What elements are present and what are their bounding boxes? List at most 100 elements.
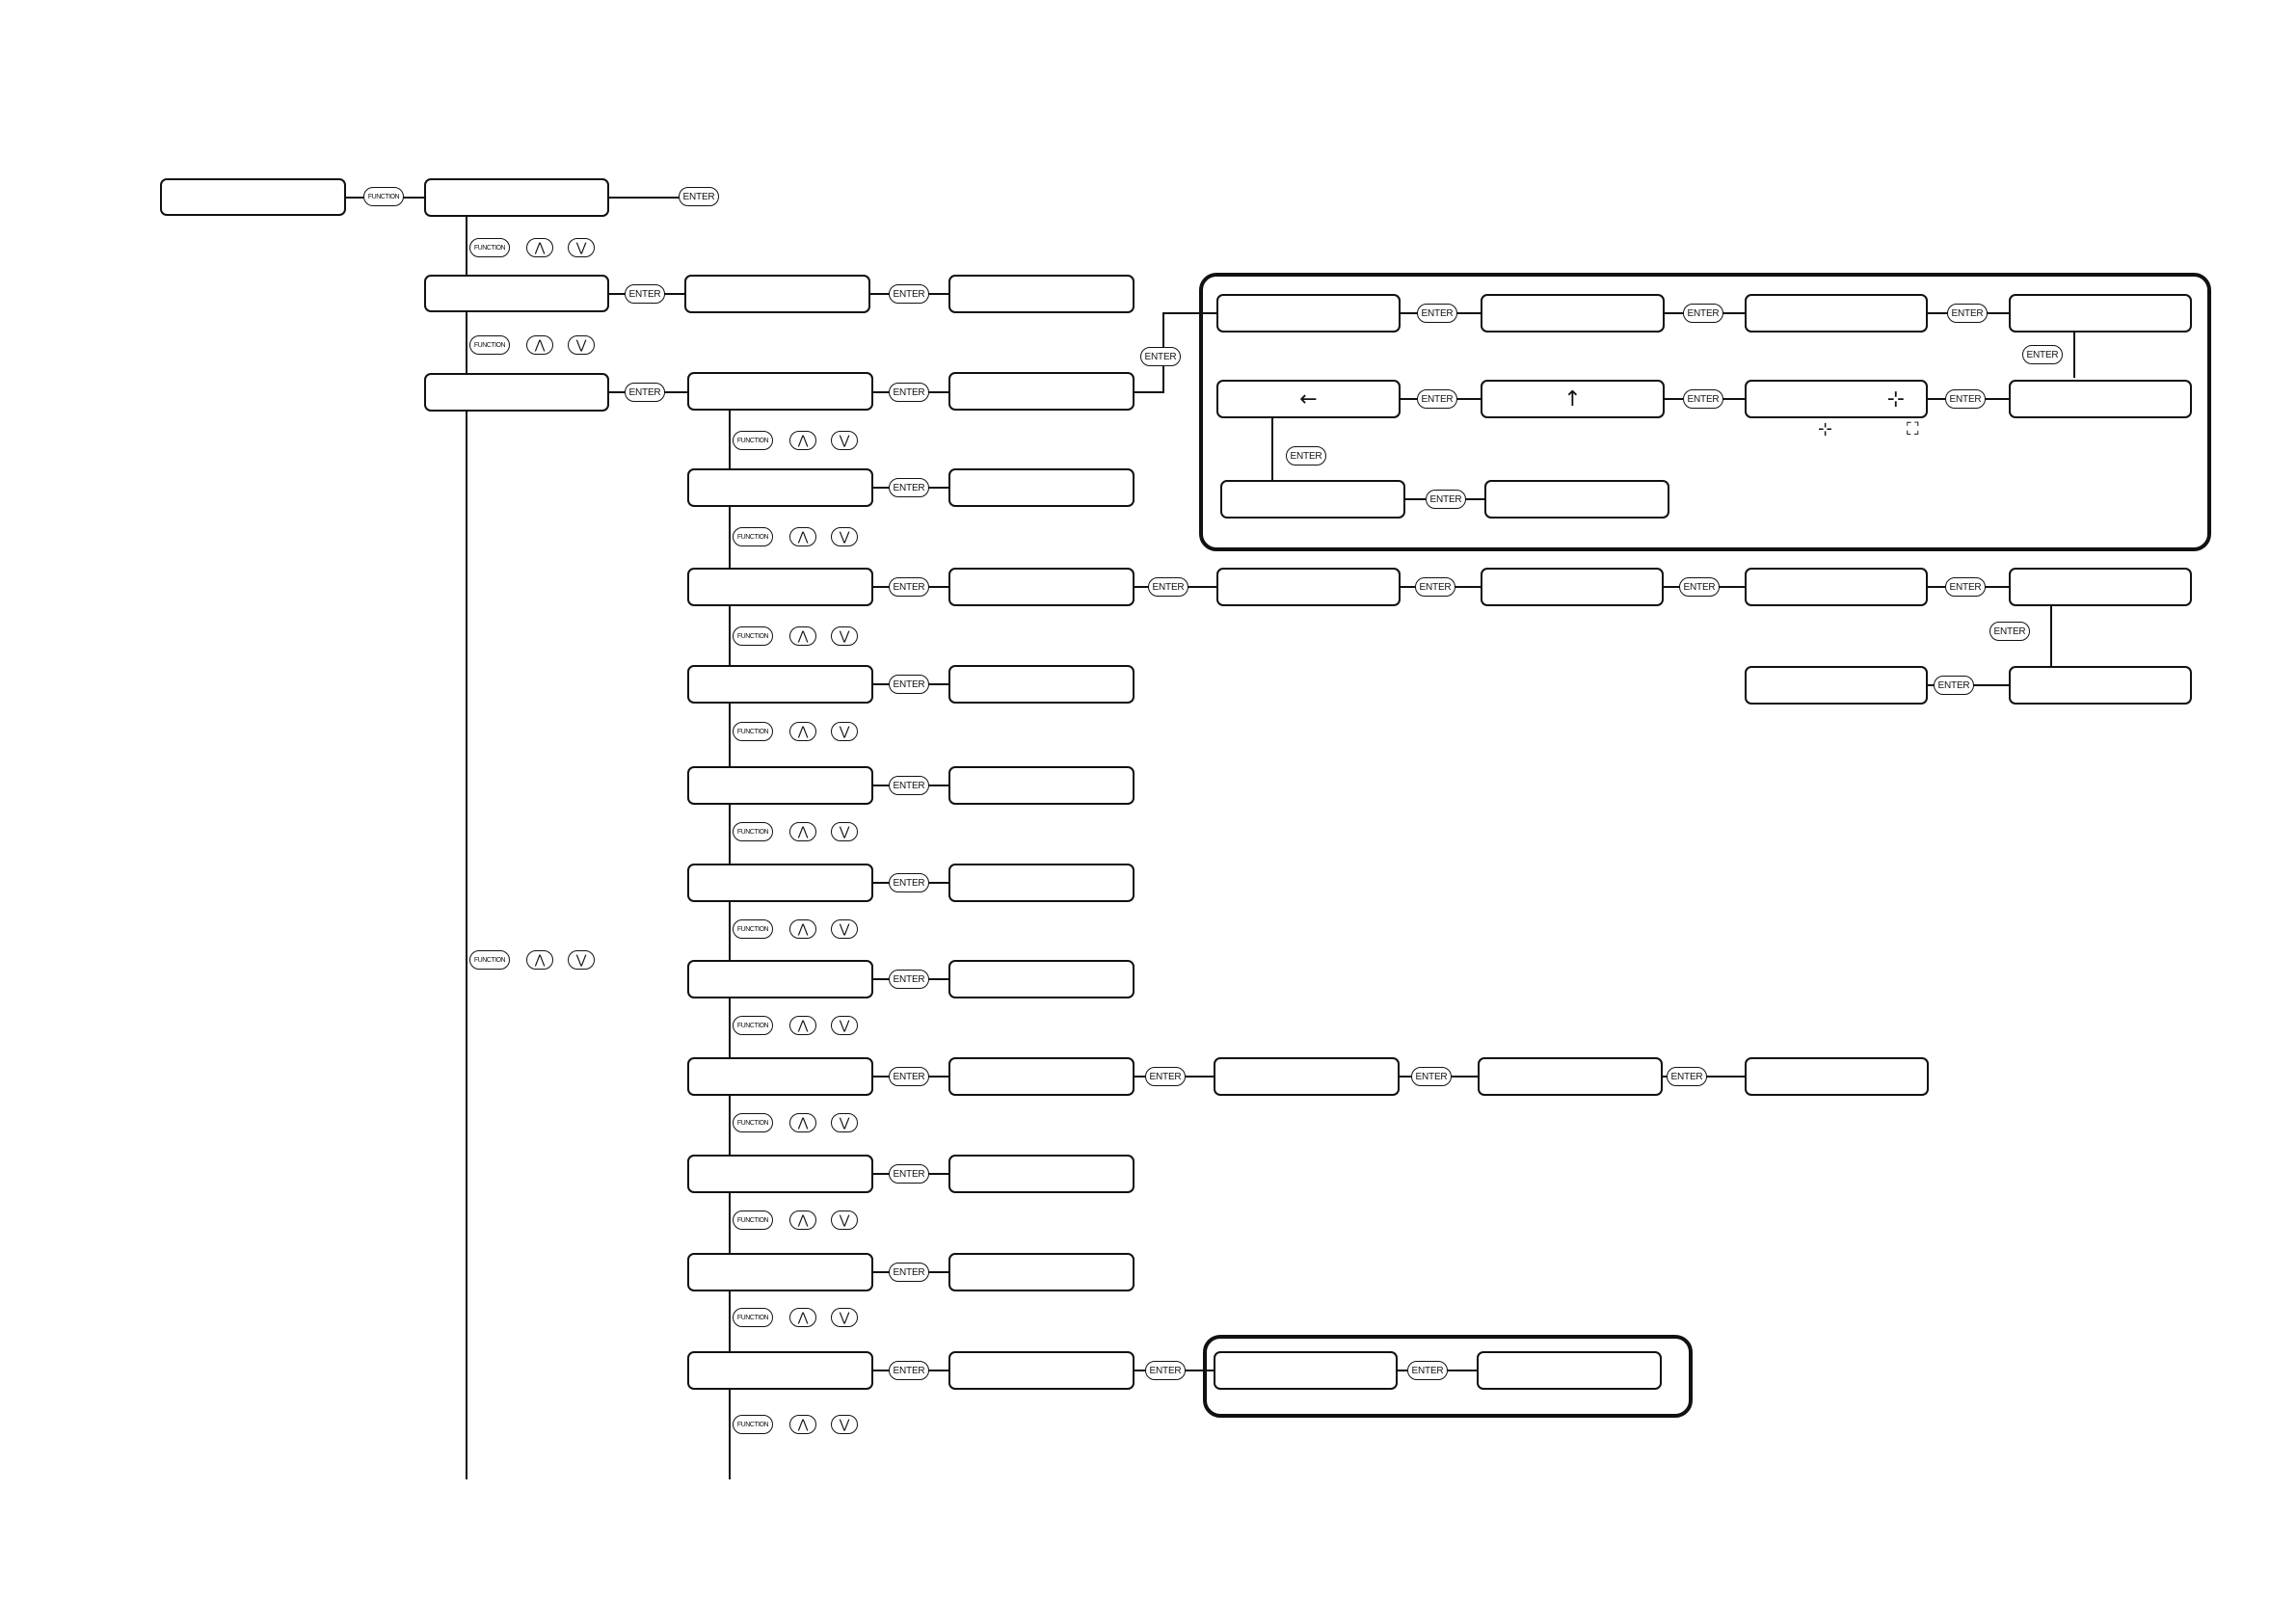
display-box-left-arrow: ← [1216, 380, 1401, 418]
enter-key: ENTER [1411, 1067, 1452, 1086]
crop-mark-icon: ⊹ [1818, 419, 1833, 439]
display-box [687, 1057, 873, 1096]
display-box [1477, 1351, 1662, 1390]
down-key: ⋁ [831, 722, 858, 741]
enter-key: ENTER [1415, 577, 1455, 597]
display-box [1220, 480, 1405, 519]
display-box [1216, 294, 1401, 333]
function-key: FUNCTION [469, 950, 510, 970]
crop-frame-icon: ⛶ [1907, 419, 1919, 439]
enter-key: ENTER [1417, 304, 1457, 323]
enter-key: ENTER [889, 1067, 929, 1086]
up-key: ⋀ [789, 1415, 816, 1434]
display-box [1745, 294, 1928, 333]
function-key: FUNCTION [733, 1308, 773, 1327]
display-box-up-arrow: ↑ [1481, 380, 1665, 418]
display-box [687, 960, 873, 998]
display-box [687, 864, 873, 902]
display-box [948, 1057, 1135, 1096]
display-box-crop-mark: ⊹ [1745, 380, 1928, 418]
function-key: FUNCTION [733, 527, 773, 546]
up-key: ⋀ [789, 722, 816, 741]
down-key: ⋁ [568, 950, 595, 970]
function-key: FUNCTION [733, 919, 773, 939]
display-box [424, 275, 609, 312]
up-key: ⋀ [526, 950, 553, 970]
enter-key: ENTER [889, 970, 929, 989]
display-box [687, 468, 873, 507]
left-arrow-icon: ← [1299, 386, 1318, 412]
display-box [1745, 568, 1928, 606]
display-box [2009, 294, 2192, 333]
down-key: ⋁ [831, 527, 858, 546]
enter-key: ENTER [889, 478, 929, 497]
display-box [1216, 568, 1401, 606]
function-key: FUNCTION [733, 1211, 773, 1230]
down-key: ⋁ [831, 822, 858, 841]
function-key: FUNCTION [733, 1415, 773, 1434]
display-box [1484, 480, 1669, 519]
display-box [1478, 1057, 1663, 1096]
function-key: FUNCTION [469, 335, 510, 355]
down-key: ⋁ [831, 919, 858, 939]
enter-key: ENTER [889, 873, 929, 892]
enter-key: ENTER [1426, 490, 1466, 509]
display-box [687, 372, 873, 411]
enter-key: ENTER [889, 383, 929, 402]
enter-key: ENTER [1145, 1067, 1186, 1086]
enter-key: ENTER [1683, 389, 1723, 409]
up-key: ⋀ [789, 919, 816, 939]
highlight-frame-lower [1203, 1335, 1693, 1418]
display-box [1214, 1351, 1398, 1390]
enter-key: ENTER [1683, 304, 1723, 323]
function-key: FUNCTION [733, 722, 773, 741]
display-box [687, 766, 873, 805]
display-box [424, 373, 609, 412]
display-box [2009, 568, 2192, 606]
enter-key: ENTER [889, 1164, 929, 1184]
up-key: ⋀ [789, 527, 816, 546]
enter-key: ENTER [889, 1263, 929, 1282]
up-key: ⋀ [789, 1016, 816, 1035]
display-box [684, 275, 870, 313]
function-key: FUNCTION [469, 238, 510, 257]
enter-key: ENTER [1286, 446, 1326, 466]
crop-mark-icon: ⊹ [1886, 386, 1905, 412]
display-box [1745, 1057, 1929, 1096]
enter-key: ENTER [1417, 389, 1457, 409]
display-box [2009, 380, 2192, 418]
display-box [687, 1351, 873, 1390]
enter-key: ENTER [1679, 577, 1720, 597]
enter-key: ENTER [679, 187, 719, 206]
up-key: ⋀ [526, 238, 553, 257]
enter-key: ENTER [1145, 1361, 1186, 1380]
display-box [687, 568, 873, 606]
function-key: FUNCTION [733, 822, 773, 841]
down-key: ⋁ [831, 431, 858, 450]
down-key: ⋁ [568, 335, 595, 355]
up-key: ⋀ [789, 1308, 816, 1327]
display-box [948, 864, 1135, 902]
down-key: ⋁ [831, 1113, 858, 1132]
down-key: ⋁ [831, 1308, 858, 1327]
down-key: ⋁ [568, 238, 595, 257]
function-key: FUNCTION [733, 1113, 773, 1132]
up-key: ⋀ [789, 1113, 816, 1132]
display-box [2009, 666, 2192, 705]
highlight-frame-upper [1199, 273, 2211, 551]
display-box [948, 960, 1135, 998]
enter-key: ENTER [1989, 622, 2030, 641]
display-box [1214, 1057, 1400, 1096]
enter-key: ENTER [1945, 389, 1986, 409]
enter-key: ENTER [1947, 304, 1988, 323]
enter-key: ENTER [1148, 577, 1188, 597]
display-box [948, 275, 1135, 313]
display-box [687, 1253, 873, 1291]
display-box [1745, 666, 1928, 705]
enter-key: ENTER [889, 577, 929, 597]
down-key: ⋁ [831, 1211, 858, 1230]
display-box [1481, 294, 1665, 333]
down-key: ⋁ [831, 626, 858, 646]
down-key: ⋁ [831, 1016, 858, 1035]
